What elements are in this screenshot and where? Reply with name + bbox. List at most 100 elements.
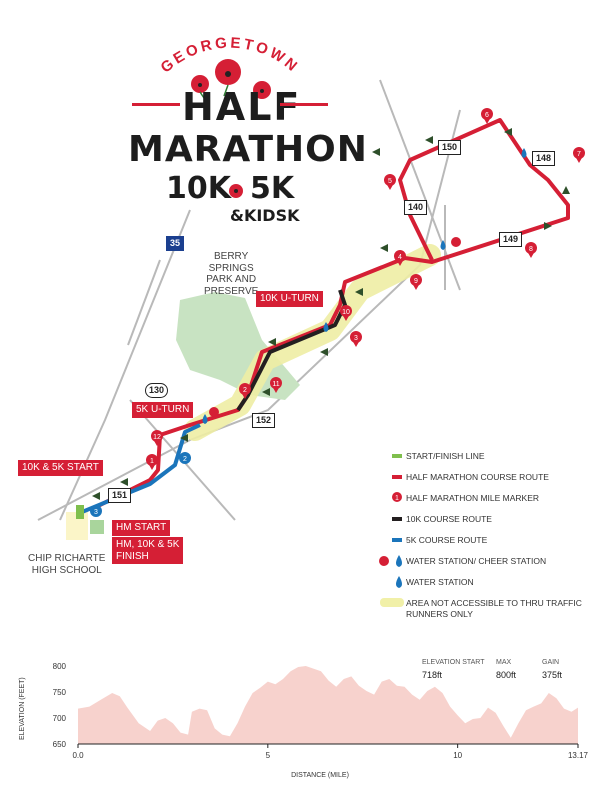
mile-marker-10: 10 <box>340 305 352 321</box>
legend-symbol-water-cheer <box>379 555 402 567</box>
highway-35-shield: 35 <box>166 236 185 251</box>
arrow-icon <box>180 434 188 442</box>
legend-symbol-mile-marker: 1 <box>392 492 402 502</box>
map-legend: START/FINISH LINE HALF MARATHON COURSE RO… <box>372 448 612 625</box>
10k-5k-start-flag: 10K & 5K START <box>18 460 103 476</box>
water-drop-icon <box>521 148 527 158</box>
legend-symbol-half-route <box>392 475 402 479</box>
direction-arrows <box>92 128 570 500</box>
legend-row-mile-marker: 1 HALF MARATHON MILE MARKER <box>372 490 612 511</box>
stat-label-1: MAX <box>496 659 512 666</box>
arrow-icon <box>380 244 388 252</box>
svg-text:3: 3 <box>354 335 358 342</box>
school-field <box>90 520 104 534</box>
svg-text:1: 1 <box>395 495 399 502</box>
race-logo: GEORGETOWN HALF MARATHON 10K 5K &KIDSK <box>120 20 367 223</box>
km-marker-3: 3 <box>90 505 102 517</box>
arrow-icon <box>562 186 570 194</box>
svg-text:10: 10 <box>342 309 350 316</box>
mile-marker-7: 7 <box>573 147 585 163</box>
legend-symbol-restricted <box>380 598 404 607</box>
mile-marker-4: 4 <box>394 250 406 266</box>
arrow-icon <box>355 288 363 296</box>
road-140-shield: 140 <box>404 200 428 215</box>
svg-text:11: 11 <box>272 381 279 388</box>
mile-marker-1: 1 <box>146 454 158 470</box>
y-tick-800: 800 <box>53 662 67 671</box>
elevation-area <box>78 666 578 744</box>
x-tick-10: 10 <box>453 751 462 760</box>
y-tick-650: 650 <box>53 740 67 749</box>
y-tick-700: 700 <box>53 714 67 723</box>
10k-uturn-flag: 10K U-TURN <box>256 291 323 307</box>
title-rule-right <box>280 103 328 106</box>
road-140 <box>379 79 461 291</box>
x-tick-13.17: 13.17 <box>568 751 589 760</box>
legend-label-mile-marker: HALF MARATHON MILE MARKER <box>406 493 540 503</box>
svg-text:5: 5 <box>388 178 392 185</box>
stat-value-2: 375ft <box>542 670 563 680</box>
road-151-shield: 151 <box>108 488 132 503</box>
water-drop-icon <box>323 322 329 332</box>
stat-label-0: ELEVATION START <box>422 659 485 666</box>
mile-marker-9: 9 <box>410 274 422 290</box>
road-i35-b <box>127 259 161 346</box>
svg-text:6: 6 <box>485 112 489 119</box>
legend-label-5k-route: 5K COURSE ROUTE <box>406 535 488 545</box>
poppy-icon <box>209 407 219 417</box>
svg-text:3: 3 <box>94 509 98 516</box>
elevation-y-label: ELEVATION (FEET) <box>19 677 26 740</box>
10k-route <box>236 289 347 412</box>
title-rule-left <box>132 103 180 106</box>
arrow-icon <box>425 136 433 144</box>
legend-row-water-cheer: WATER STATION/ CHEER STATION <box>372 553 612 574</box>
title-half: HALF <box>182 85 302 129</box>
legend-row-water: WATER STATION <box>372 574 612 595</box>
mile-marker-12: 12 <box>151 430 163 446</box>
svg-text:8: 8 <box>529 246 533 253</box>
title-arc-svg: GEORGETOWN <box>158 34 300 99</box>
finish-flag: HM, 10K & 5K FINISH <box>112 537 184 564</box>
road-149-shield: 149 <box>499 232 523 247</box>
restricted-area <box>184 244 441 441</box>
x-tick-0.0: 0.0 <box>72 751 84 760</box>
elevation-x-label: DISTANCE (MILE) <box>291 772 349 779</box>
water-drop-icon <box>440 240 446 250</box>
water-drop-icon <box>202 414 208 424</box>
arrow-icon <box>320 348 328 356</box>
mile-marker-11: 11 <box>270 377 282 393</box>
legend-symbol-10k-route <box>392 517 402 521</box>
legend-symbol-5k-route <box>392 538 402 542</box>
mile-marker-5: 5 <box>384 174 396 190</box>
cheer-stations <box>209 237 461 417</box>
road-main <box>37 109 461 521</box>
road-148-shield: 148 <box>532 151 556 166</box>
legend-label-start-finish: START/FINISH LINE <box>406 451 485 461</box>
title-5k: 5K <box>250 171 295 206</box>
mile-marker-3: 3 <box>350 331 362 347</box>
title-marathon: MARATHON <box>128 129 368 170</box>
road-130-shield: 130 <box>145 383 169 398</box>
legend-symbol-water <box>396 576 402 588</box>
park-label: BERRY SPRINGS PARK AND PRESERVE <box>204 251 259 297</box>
legend-label-restricted: AREA NOT ACCESSIBLE TO THRU TRAFFIC RUNN… <box>406 598 582 620</box>
svg-text:2: 2 <box>243 387 247 394</box>
legend-row-half-route: HALF MARATHON COURSE ROUTE <box>372 469 612 490</box>
y-tick-750: 750 <box>53 688 67 697</box>
km-marker-2: 2 <box>179 452 191 464</box>
road-150-shield: 150 <box>438 140 462 155</box>
stat-label-2: GAIN <box>542 659 560 666</box>
svg-text:2: 2 <box>183 456 187 463</box>
start-finish-line <box>76 505 84 519</box>
mile-marker-8: 8 <box>525 242 537 258</box>
roads <box>37 79 461 521</box>
title-10k: 10K <box>166 171 231 206</box>
km-markers: 23 <box>90 452 191 517</box>
arrow-icon <box>262 388 270 396</box>
svg-text:9: 9 <box>414 278 418 285</box>
arrow-icon <box>120 478 128 486</box>
svg-text:1: 1 <box>150 458 154 465</box>
svg-text:4: 4 <box>398 254 402 261</box>
